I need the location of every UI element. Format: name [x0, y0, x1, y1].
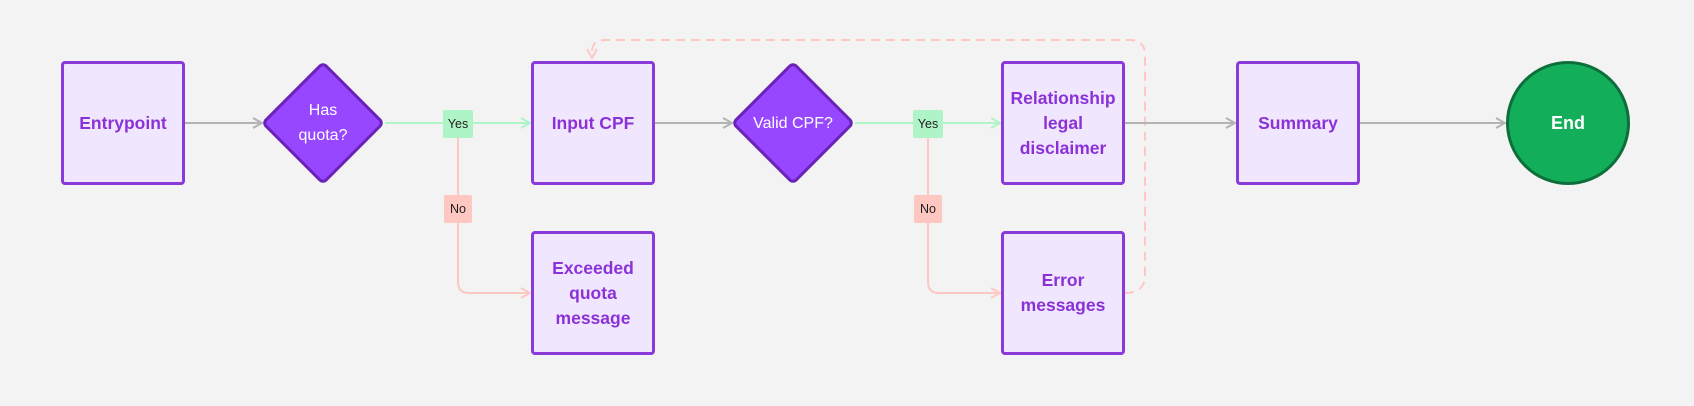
node-end-label: End [1551, 112, 1585, 133]
edge-error-back-to-input-cpf [592, 39, 1146, 294]
edge-label-quota-no: No [444, 195, 472, 223]
node-entrypoint-label: Entrypoint [79, 112, 167, 133]
node-relationship-label: Relationship legal disclaimer [1010, 87, 1116, 158]
node-error-messages[interactable]: Error messages [1001, 231, 1125, 355]
edge-label-cpf-yes: Yes [913, 110, 943, 138]
node-end[interactable]: End [1506, 61, 1630, 185]
edge-valid-cpf-no [927, 123, 1000, 293]
edge-label-quota-yes: Yes [443, 110, 473, 138]
node-input-cpf-label: Input CPF [551, 112, 635, 133]
decision-has-quota-label: Has quota? [298, 102, 348, 144]
node-entrypoint[interactable]: Entrypoint [61, 61, 185, 185]
node-error-messages-label: Error messages [1020, 270, 1106, 315]
decision-valid-cpf[interactable]: Valid CPF? [730, 60, 856, 186]
node-summary-label: Summary [1258, 112, 1338, 133]
decision-valid-cpf-label: Valid CPF? [753, 114, 833, 132]
decision-has-quota[interactable]: Has quota? [260, 60, 386, 186]
node-input-cpf[interactable]: Input CPF [531, 61, 655, 185]
edge-label-cpf-no: No [914, 195, 942, 223]
node-exceeded-quota-message[interactable]: Exceeded quota message [531, 231, 655, 355]
node-summary[interactable]: Summary [1236, 61, 1360, 185]
node-exceeded-quota-label: Exceeded quota message [552, 257, 634, 328]
edge-has-quota-no [457, 123, 530, 293]
node-relationship-legal-disclaimer[interactable]: Relationship legal disclaimer [1001, 61, 1125, 185]
